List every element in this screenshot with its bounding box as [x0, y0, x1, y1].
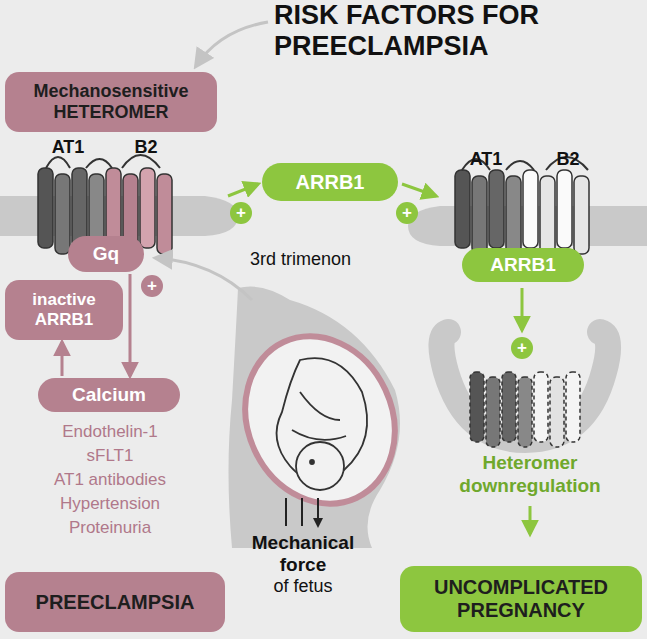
plus-circle	[511, 337, 533, 359]
plus-circle	[230, 202, 252, 224]
node-text: ARRB1	[296, 171, 365, 194]
force-label: of fetus	[238, 576, 368, 598]
helix	[140, 168, 155, 248]
green-arrow	[521, 288, 524, 330]
helix	[557, 170, 572, 248]
force-label: Mechanical force	[238, 532, 368, 576]
risk-item: sFLT1	[12, 446, 208, 466]
helix	[566, 372, 580, 442]
node-text: ARRB1	[490, 254, 555, 276]
pink-box: Mechanosensitive HETEROMER	[5, 72, 217, 132]
fetus	[277, 358, 368, 490]
force-arrow	[286, 498, 318, 526]
node-text: Mechanosensitive HETEROMER	[11, 81, 211, 122]
connector-arrow	[129, 274, 132, 376]
uterus	[218, 312, 421, 529]
helix	[518, 377, 532, 447]
node-text: Calcium	[72, 384, 146, 406]
green-box: ARRB1	[462, 248, 584, 282]
helix	[38, 168, 53, 248]
helix	[574, 176, 589, 254]
helix	[472, 176, 487, 254]
title: RISK FACTORS FOR PREECLAMPSIA	[274, 0, 634, 62]
green-arrow	[402, 184, 436, 196]
green-box: UNCOMPLICATED PREGNANCY	[400, 566, 642, 632]
helix	[534, 372, 548, 442]
risk-item: Hypertension	[12, 494, 208, 514]
plus-sign: +	[143, 275, 161, 297]
helix	[470, 372, 484, 442]
stage-label: 3rd trimenon	[250, 249, 400, 271]
helix	[455, 170, 470, 248]
helix	[502, 372, 516, 442]
node-text: UNCOMPLICATED PREGNANCY	[406, 576, 636, 622]
plus-sign: +	[232, 202, 250, 224]
outcome-label: Heteromer downregulation	[428, 452, 632, 498]
node-text: inactive ARRB1	[11, 290, 117, 329]
helix	[489, 170, 504, 248]
receptor-label: B2	[548, 149, 588, 171]
helix	[157, 174, 172, 254]
helix	[486, 377, 500, 447]
green-arrow	[529, 506, 532, 534]
risk-item: Proteinuria	[12, 518, 208, 538]
green-box: ARRB1	[262, 163, 398, 201]
connector-arrow	[61, 342, 64, 376]
force-arrow	[156, 258, 252, 300]
receptor-label: AT1	[464, 149, 508, 171]
helix	[55, 174, 70, 254]
green-arrow	[228, 184, 258, 196]
plus-circle	[141, 275, 163, 297]
risk-item: Endothelin-1	[12, 422, 208, 442]
plus-circle	[396, 202, 418, 224]
risk-item: AT1 antibodies	[12, 470, 208, 490]
node-text: PREECLAMPSIA	[36, 591, 195, 614]
pink-box: PREECLAMPSIA	[5, 572, 225, 632]
plus-sign: +	[398, 202, 416, 224]
title-arrow	[196, 22, 268, 66]
helix	[550, 377, 564, 447]
pink-box: inactive ARRB1	[5, 280, 123, 340]
receptor-label: AT1	[46, 137, 90, 159]
helix	[506, 176, 521, 254]
pink-box: Calcium	[38, 378, 180, 412]
plus-sign: +	[513, 337, 531, 359]
helix	[540, 176, 555, 254]
helix	[523, 170, 538, 248]
pink-box: Gq	[68, 236, 144, 272]
receptor-label: B2	[126, 137, 166, 159]
node-text: Gq	[93, 243, 119, 265]
